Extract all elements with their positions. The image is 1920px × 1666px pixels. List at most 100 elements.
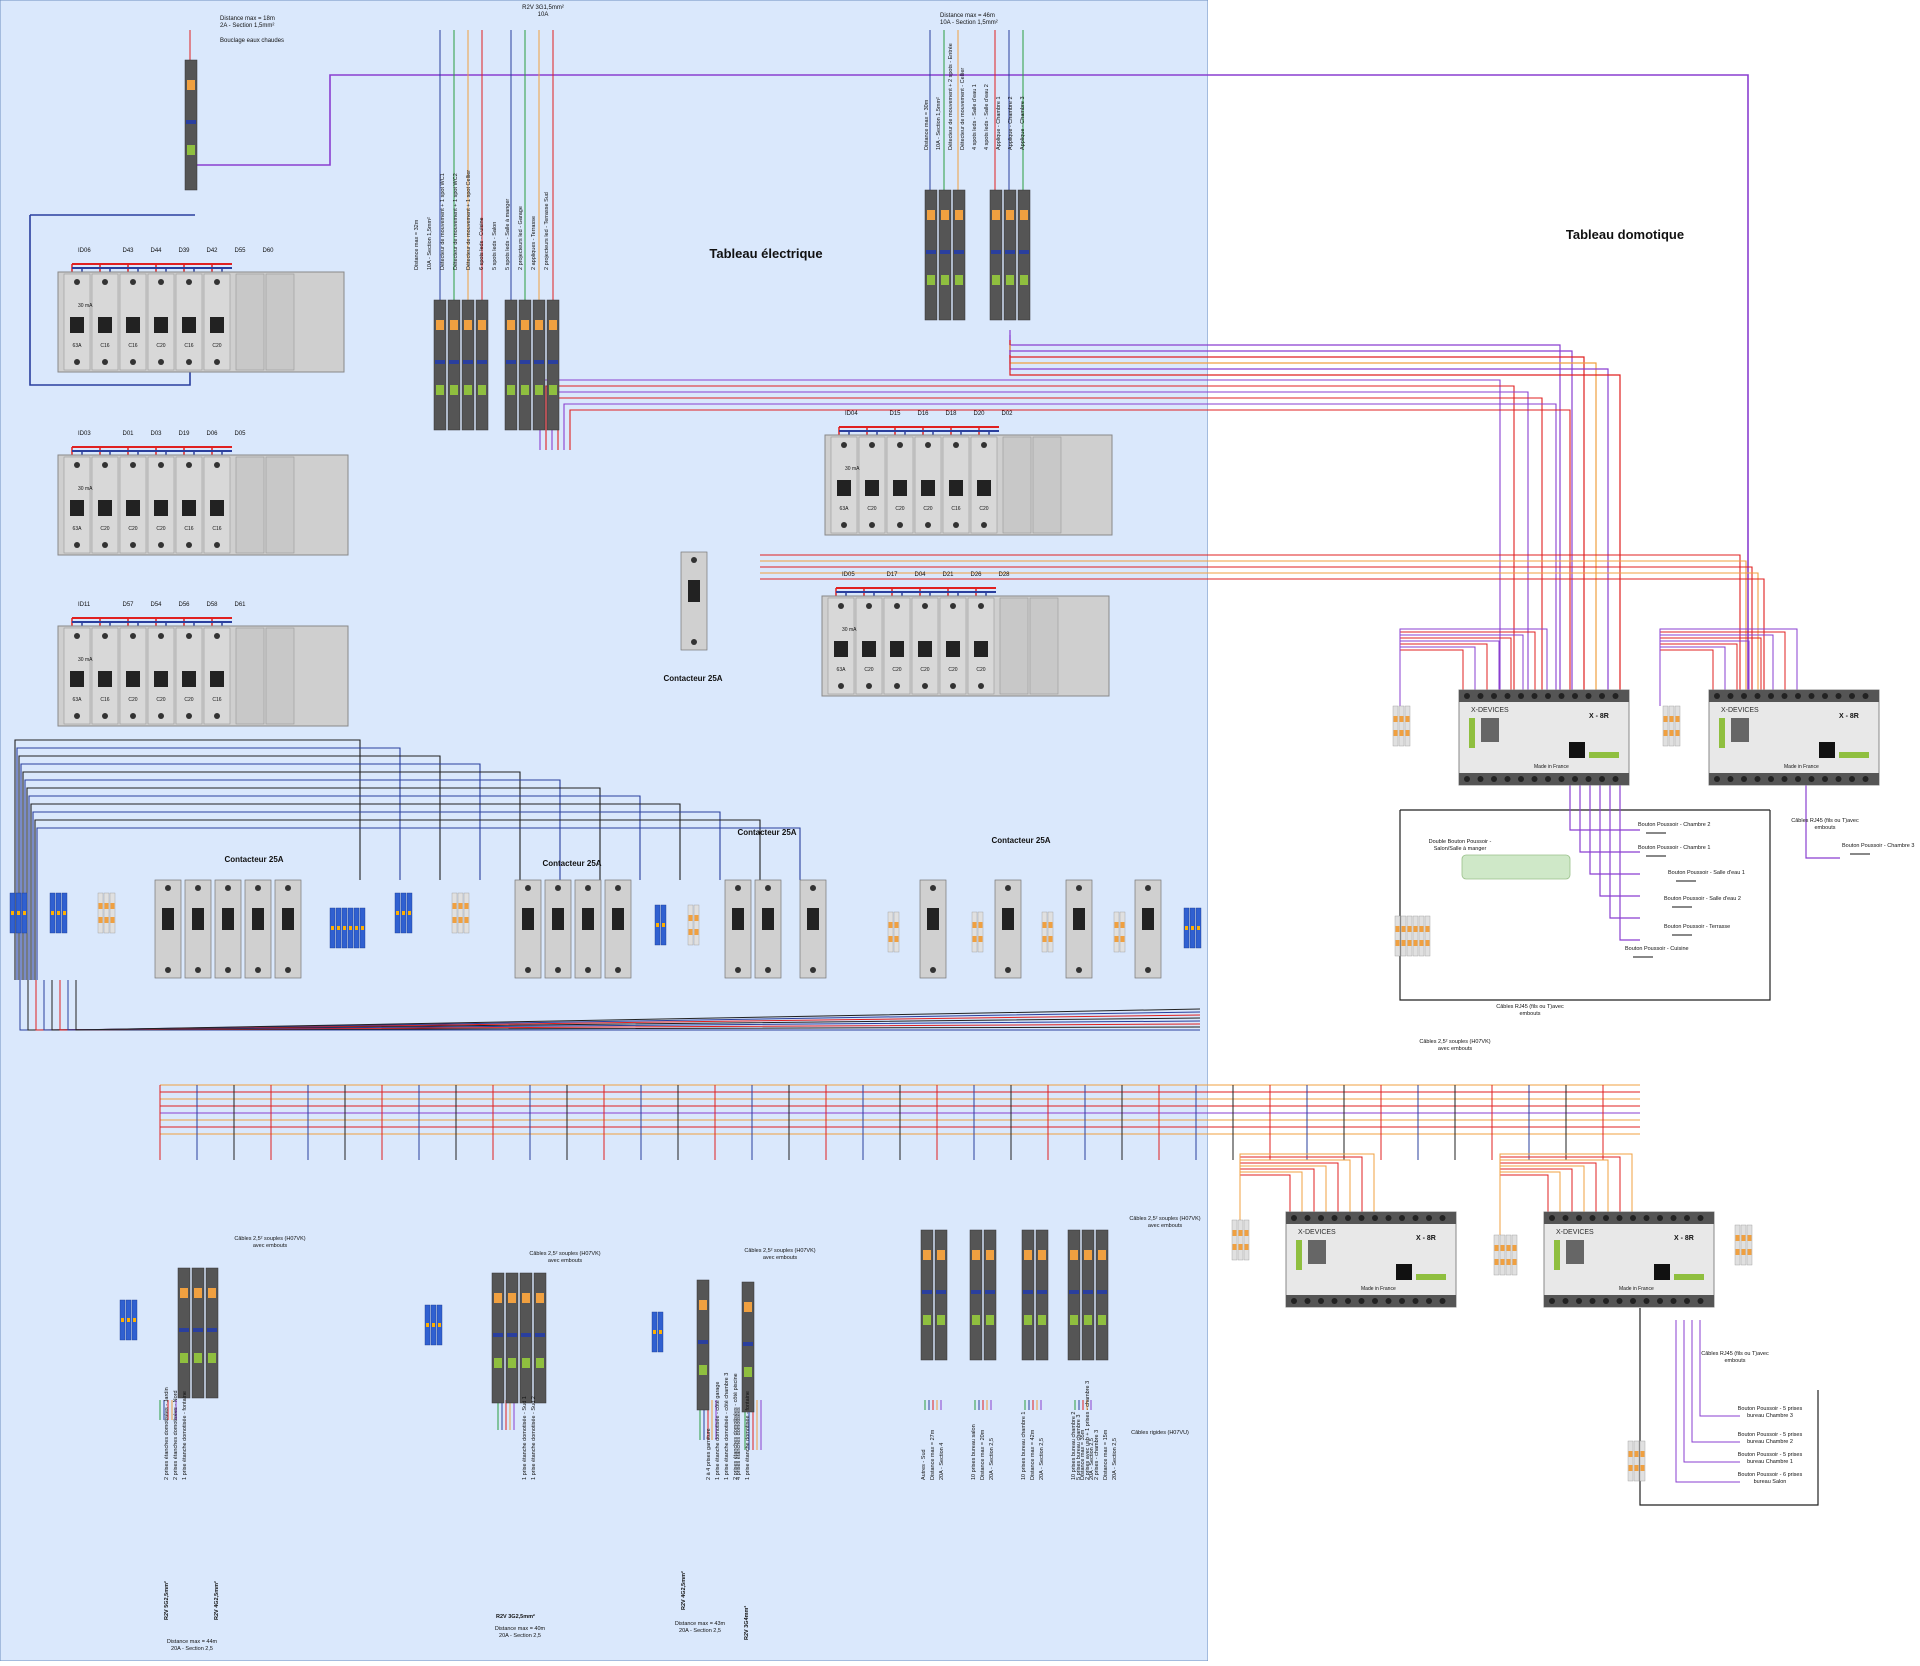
xdevice-screw xyxy=(1572,776,1578,782)
contactor-loop-wire xyxy=(20,763,481,980)
breaker-rating: C16 xyxy=(100,697,109,703)
xdevice-screw xyxy=(1727,693,1734,699)
terminal-body xyxy=(475,299,489,431)
push-button-label: Bouton Poussoir - Salle d'eau 2 xyxy=(1664,896,1741,902)
breaker-screw-top xyxy=(130,633,136,639)
terminal-clip-green xyxy=(521,385,529,395)
orange-terminal-clip xyxy=(1640,1465,1645,1471)
orange-terminal-clip xyxy=(972,936,977,942)
breaker-rating: C20 xyxy=(156,697,165,703)
blue-terminal-clip xyxy=(438,1323,441,1327)
circuit-dist-label: Distance max = 40m xyxy=(495,1626,546,1632)
blue-terminal-clip xyxy=(656,923,659,927)
circuit-note-right: Applique - Chambre 1 xyxy=(996,96,1002,150)
blue-terminal-clip xyxy=(355,926,358,930)
bottom-circuit-line: 1 prise étanche domotisée - côté chambre… xyxy=(724,1373,730,1480)
terminal-body xyxy=(1017,189,1031,321)
h07vk-note: Câbles 2,5² souples (H07VK) xyxy=(234,1236,305,1242)
orange-terminal-clip xyxy=(452,917,457,923)
contactor-return-wire xyxy=(43,980,1201,1031)
orange-terminal xyxy=(1406,915,1413,957)
orange-terminal-clip xyxy=(1407,940,1412,946)
xdevice-led-panel xyxy=(1481,718,1499,742)
circuit-note-right: Distance max = 30m xyxy=(924,99,930,150)
xdevice-qr xyxy=(1654,1264,1670,1280)
bottom-button-label: bureau Chambre 3 xyxy=(1747,1413,1793,1419)
light-terminal-right xyxy=(504,299,560,431)
rj45-note: Câbles RJ45 (fils ou T)avec xyxy=(1701,1351,1769,1357)
breaker-toggle xyxy=(949,480,963,496)
domotic-bundle-wire-2 xyxy=(563,403,1557,690)
orange-terminal-clip xyxy=(1401,940,1406,946)
contactor-return-wire xyxy=(67,980,1201,1031)
orange-terminal xyxy=(1392,705,1399,747)
breaker-screw-top xyxy=(925,442,931,448)
terminal-clip-green xyxy=(937,1315,945,1325)
terminal-clip xyxy=(180,1288,188,1298)
contactor-handle xyxy=(222,908,234,930)
breaker-screw-bottom xyxy=(214,713,220,719)
xdevice-module-3 xyxy=(1285,1211,1457,1308)
xdevice-screw xyxy=(1291,1215,1297,1221)
breaker-toggle xyxy=(834,641,848,657)
xdevice-screw xyxy=(1504,776,1511,782)
circuit-note-right: 10A - Section 1,5mm² xyxy=(936,97,942,150)
breaker-screw-bottom xyxy=(953,522,959,528)
orange-terminal-clip xyxy=(1675,716,1680,722)
xdevice-green-strip xyxy=(1554,1240,1560,1270)
orange-terminal-clip xyxy=(688,929,693,935)
orange-terminal-clip xyxy=(1120,936,1125,942)
xdevice-screw xyxy=(1684,1298,1690,1304)
xdevice-brand: X-DEVICES xyxy=(1298,1229,1336,1236)
terminal-clip-green xyxy=(549,385,557,395)
circuit-note-left: Détecteur de mouvement + 1 spot Cellier xyxy=(466,170,472,270)
orange-terminal-clip xyxy=(452,903,457,909)
xdevice-screw xyxy=(1599,693,1605,699)
breaker-toggle xyxy=(862,641,876,657)
contactor-screw xyxy=(691,639,697,645)
orange-terminal-clip xyxy=(1634,1451,1639,1457)
blue-terminal-clip xyxy=(396,911,399,915)
terminal-clip-green xyxy=(927,275,935,285)
terminal-neutral-bar xyxy=(985,1290,995,1294)
xdevice-made: Made in France xyxy=(1534,764,1569,770)
breaker-screw-top xyxy=(838,603,844,609)
bottom-circuit-line: Distance max = 20m xyxy=(980,1429,986,1480)
terminal-neutral-bar xyxy=(535,1333,545,1337)
xdevice-screw xyxy=(1531,693,1538,699)
push-button-label: Bouton Poussoir - Terrasse xyxy=(1664,924,1730,930)
xdevice-screw xyxy=(1603,1215,1609,1221)
contactor-loop-wire xyxy=(14,739,361,980)
xdevice-brand: X-DEVICES xyxy=(1721,707,1759,714)
bottom-button-wire xyxy=(1675,1320,1740,1483)
breaker-screw-top xyxy=(186,279,192,285)
push-button-label: Bouton Poussoir - Chambre 1 xyxy=(1638,845,1710,851)
breaker-screw-bottom xyxy=(158,359,164,365)
orange-terminal xyxy=(109,892,116,934)
domotic-panel-background xyxy=(1208,0,1920,1661)
terminal-clip xyxy=(744,1302,752,1312)
breaker-rating: C20 xyxy=(948,667,957,673)
contactor-screw xyxy=(255,885,261,891)
breaker-toggle xyxy=(210,671,224,687)
breaker-screw-top xyxy=(897,442,903,448)
terminal-clip-green xyxy=(464,385,472,395)
breaker-screw-bottom xyxy=(74,713,80,719)
button-lead-wire xyxy=(1589,782,1640,875)
orange-terminal xyxy=(693,904,700,946)
orange-terminal-clip xyxy=(1042,936,1047,942)
orange-bundle-wire xyxy=(760,560,1747,690)
orange-terminal-clip xyxy=(978,922,983,928)
terminal-clip xyxy=(494,1293,502,1303)
boucle-terminal xyxy=(184,59,198,191)
terminal-clip xyxy=(522,1293,530,1303)
bottom-button-wire xyxy=(1683,1320,1740,1463)
terminal-body xyxy=(741,1281,755,1413)
orange-terminal-clip xyxy=(1238,1244,1243,1250)
terminal-clip xyxy=(436,320,444,330)
contactor xyxy=(544,879,572,979)
button-lead-wire xyxy=(1609,782,1640,919)
xdevice-screw xyxy=(1491,693,1497,699)
contactor-loop-wire xyxy=(30,803,681,980)
